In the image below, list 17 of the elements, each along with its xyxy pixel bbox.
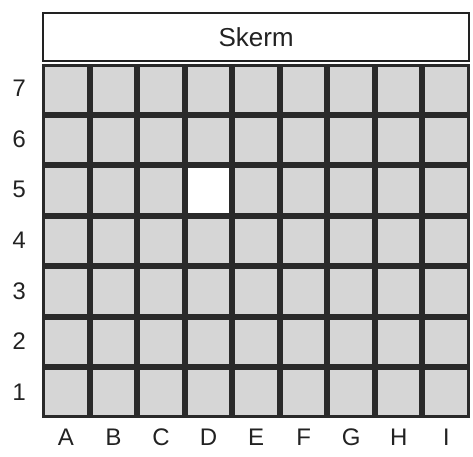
column-letter: E [246,424,265,452]
column-letter: A [56,424,75,452]
row-number: 6 [11,126,27,154]
column-letter: G [340,424,362,452]
row-number: 1 [11,378,27,407]
column-letter: C [151,424,171,452]
row-number: 5 [11,176,27,204]
column-letter: D [198,424,218,452]
row-number: 3 [11,278,27,306]
column-letter: F [295,424,312,452]
column-letter: H [388,424,408,452]
row-number: 4 [11,227,27,255]
column-letter: B [104,424,122,452]
row-number: 2 [11,328,27,356]
column-letter: I [442,424,451,452]
screen-box: Skerm [42,12,470,62]
row-number: 7 [11,75,27,104]
